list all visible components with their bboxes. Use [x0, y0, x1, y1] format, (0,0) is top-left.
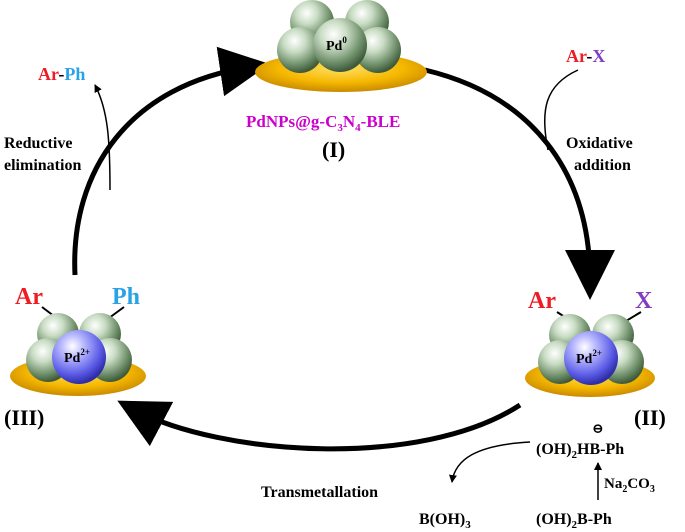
product-ar-ph: Ar-Ph — [38, 64, 85, 84]
cycle-arrow-top-right — [424, 67, 615, 300]
product-output-arrow — [94, 84, 111, 191]
label-i: (I) — [322, 137, 345, 162]
catalyst-i: Pd0 PdNPs@g-C3N4-BLE (I) — [246, 0, 427, 162]
reagent-boronate: (OH)2HB-Ph — [536, 441, 624, 461]
label-ii: (II) — [634, 405, 666, 430]
arx-input-arrow — [543, 69, 579, 151]
ar-ligand: Ar — [528, 288, 556, 314]
pd2-center-sphere — [564, 331, 618, 385]
ph-ligand: Ph — [112, 284, 140, 310]
pd-sphere-center — [313, 18, 367, 72]
label-iii: (III) — [4, 405, 44, 430]
cycle-arrow-bottom — [117, 400, 522, 452]
x-ligand: X — [635, 288, 653, 314]
reagent-boronic-acid: (OH)2B-Ph — [536, 511, 612, 531]
pd0-label: Pd0 — [326, 35, 347, 54]
boronate-charge: ⊖ — [592, 422, 604, 437]
ar-ligand: Ar — [15, 284, 43, 310]
pd2-center-sphere — [52, 330, 106, 384]
step-oxidative-line1: Oxidative — [566, 135, 633, 152]
step-reductive-line2: elimination — [4, 157, 81, 174]
cycle-arrow-left — [72, 46, 270, 276]
pd2-label: Pd2+ — [64, 347, 90, 366]
pd-sphere — [277, 27, 323, 73]
pd2-label: Pd2+ — [576, 348, 602, 367]
catalyst-name: PdNPs@g-C3N4-BLE — [246, 112, 400, 134]
step-reductive-line1: Reductive — [4, 135, 72, 152]
byproduct-boric-acid: B(OH)3 — [419, 511, 471, 531]
byproduct-output-arrow — [448, 441, 531, 483]
reagent-arx: Ar-X — [566, 46, 605, 66]
step-oxidative-line2: addition — [574, 157, 631, 174]
pd-sphere — [355, 27, 401, 73]
reagent-base: Na2CO3 — [604, 476, 655, 495]
intermediate-iii: Pd2+ Ar Ph (III) — [4, 284, 146, 430]
step-transmetallation: Transmetallation — [261, 484, 378, 501]
intermediate-ii: Pd2+ Ar X (II) — [525, 288, 666, 430]
